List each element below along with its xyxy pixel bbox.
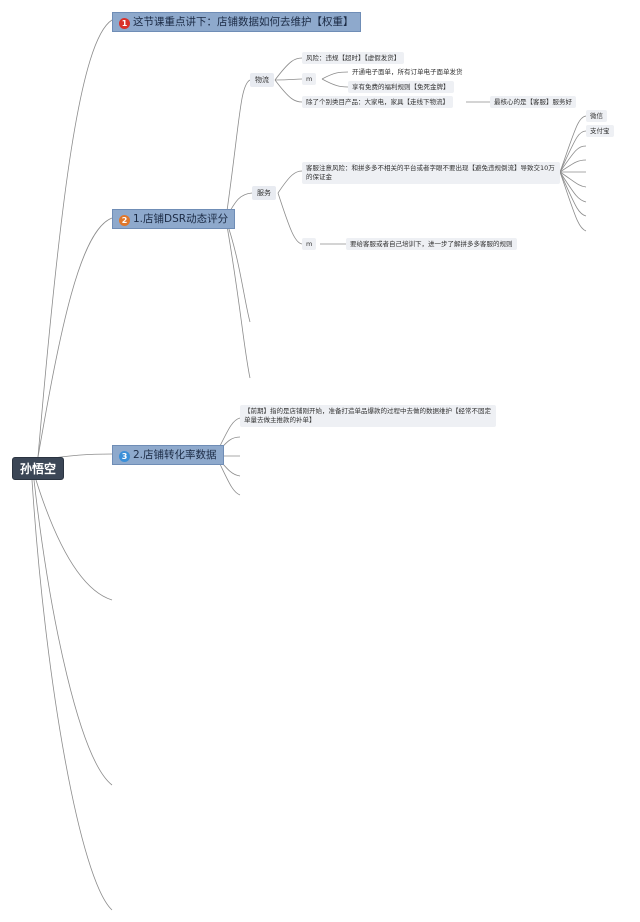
node-logistics-except[interactable]: 除了个别类目产品：大家电，家具【走线下物流】 bbox=[302, 96, 453, 108]
topic-number-badge-1: 1 bbox=[119, 18, 130, 29]
node-free-pass[interactable]: 享有免费的福利规则【免死金牌】 bbox=[348, 81, 454, 93]
topic-label-2: 1.店铺DSR动态评分 bbox=[133, 213, 229, 225]
node-service-training[interactable]: 要给客服或者自己培训下，进一步了解拼多多客服的规则 bbox=[346, 238, 517, 250]
node-service-note[interactable]: 客服注意风险：和拼多多不相关的平台或者字眼不要出现【避免违规倒流】导致交10万的… bbox=[302, 162, 560, 184]
node-conversion-note[interactable]: 【前期】指的是店铺刚开始，准备打造单品爆款的过程中去做的数据维护【经常不固定单量… bbox=[240, 405, 496, 427]
node-logistics[interactable]: 物流 bbox=[250, 73, 274, 87]
root-node[interactable]: 孙悟空 bbox=[12, 457, 64, 480]
topic-label-1: 这节课重点讲下：店铺数据如何去维护【权重】 bbox=[133, 16, 354, 28]
node-service-m[interactable]: m bbox=[302, 238, 317, 250]
topic-label-3: 2.店铺转化率数据 bbox=[133, 449, 217, 461]
node-wechat[interactable]: 微信 bbox=[586, 110, 607, 122]
node-core-service[interactable]: 最核心的是【客服】服务好 bbox=[490, 96, 576, 108]
topic-number-badge-2: 2 bbox=[119, 215, 130, 226]
node-e-waybill[interactable]: 开通电子面单，所有订单电子面单发货 bbox=[352, 68, 463, 76]
node-alipay[interactable]: 支付宝 bbox=[586, 125, 614, 137]
node-logistics-risk[interactable]: 风险：违规【超时】【虚假发货】 bbox=[302, 52, 405, 64]
topic-number-badge-3: 3 bbox=[119, 451, 130, 462]
node-logistics-m[interactable]: m bbox=[302, 73, 317, 85]
node-service[interactable]: 服务 bbox=[252, 186, 276, 200]
